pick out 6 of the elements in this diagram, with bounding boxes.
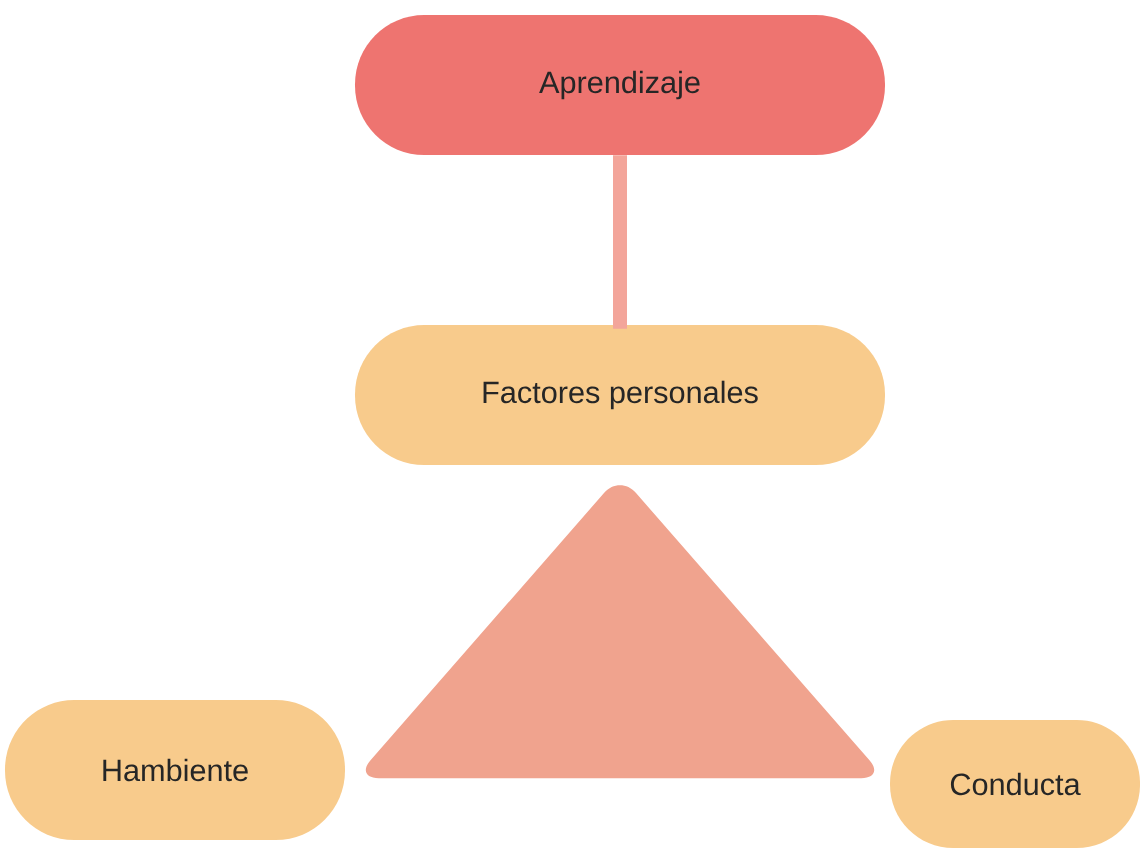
pill-box: Conducta: [890, 720, 1140, 848]
pill-box: Hambiente: [5, 700, 345, 840]
pill-box: Aprendizaje: [355, 15, 885, 155]
triangle: [365, 485, 875, 779]
pill-box: Factores personales: [355, 325, 885, 465]
connector-line: [613, 155, 627, 329]
